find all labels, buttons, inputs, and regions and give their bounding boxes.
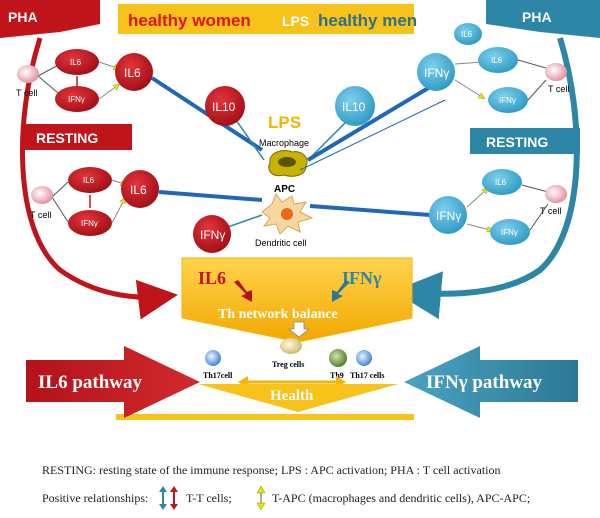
balance-ifng-label: IFNγ (342, 268, 382, 288)
treg-cell-icon (280, 338, 302, 354)
balance-title: Th network balance (218, 307, 338, 322)
dendritic-cell-icon (261, 192, 314, 235)
t-cell-icon (31, 186, 53, 204)
th9-cell-icon (329, 349, 347, 367)
apc-to-right-pha-line (306, 82, 437, 162)
ifng-small-node (55, 86, 99, 112)
il6-small-node (478, 47, 518, 73)
health-triangle (198, 384, 398, 412)
il10-right-node (335, 86, 375, 126)
ifng-pathway-arrow (404, 346, 578, 418)
il10-left-node (205, 86, 245, 126)
il6-small-label: IL6 (495, 178, 507, 187)
dendritic-cell-label: Dendritic cell (255, 238, 307, 248)
header-healthy-men: healthy men (318, 11, 417, 30)
ifng-down-arrow-icon (332, 280, 350, 302)
ifng-small-node (488, 87, 528, 113)
right-pha-cluster: IFNγ IL6 IL6 IFNγ T cell (417, 23, 569, 113)
health-label: Health (270, 388, 314, 404)
right-pha-label: PHA (522, 9, 552, 25)
right-curved-arrow (393, 37, 580, 320)
ifng-small-label: IFNγ (499, 96, 516, 105)
header-healthy-women: healthy women (128, 11, 251, 30)
t-cell-icon (545, 63, 567, 81)
il6-large-node (115, 53, 153, 91)
il6-small-node (55, 49, 99, 75)
il6-pathway-label: IL6 pathway (38, 372, 142, 393)
ifng-small-node (68, 210, 112, 236)
macrophage-label: Macrophage (259, 138, 309, 148)
th-network-balance-box (181, 257, 413, 343)
ifng-small-label: IFNγ (68, 95, 85, 104)
ifng-left-node (193, 215, 231, 253)
macrophage-icon (268, 149, 308, 177)
ifng-small-label: IFNγ (81, 219, 98, 228)
header-banner (118, 4, 414, 34)
t-apc-arrow-icon (256, 485, 266, 511)
left-pha-tcell-label: T cell (16, 88, 37, 98)
th17-cell-icon (205, 350, 221, 366)
il6-top-node (454, 23, 482, 45)
left-pha-tab (0, 0, 100, 38)
apc-label: APC (274, 184, 295, 195)
right-pha-tab (486, 0, 600, 38)
il6-top-label: IL6 (461, 30, 473, 39)
il6-small-label: IL6 (70, 58, 82, 67)
ifng-large-node (417, 53, 455, 91)
left-pha-label: PHA (8, 9, 38, 25)
right-resting-tcell-label: T cell (540, 206, 561, 216)
th17-left-label: Th17cell (203, 371, 233, 380)
left-resting-tcell-label: T cell (30, 210, 51, 220)
ifng-pathway-label: IFNγ pathway (426, 372, 543, 393)
header-lps: LPS (282, 13, 309, 29)
balance-il6-label: IL6 (198, 268, 226, 288)
left-resting-label: RESTING (36, 130, 98, 146)
footer-t-apc: T-APC (macrophages and dendritic cells),… (272, 491, 531, 505)
ifng-large-label: IFNγ (436, 209, 461, 223)
il6-large-node (121, 170, 159, 208)
footer-legend-line: RESTING: resting state of the immune res… (42, 463, 501, 477)
left-resting-to-apc-line (158, 190, 263, 202)
right-pha-tcell-label: T cell (548, 84, 569, 94)
ifng-left-label: IFNγ (200, 228, 225, 242)
il6-small-node (482, 169, 522, 195)
il6-small-label: IL6 (83, 176, 95, 185)
footer-positive-label: Positive relationships: (42, 491, 149, 505)
right-resting-cluster: IFNγ IL6 IFNγ T cell (429, 169, 567, 245)
il6-down-arrow-icon (234, 280, 252, 302)
footer-tt-cells: T-T cells; (186, 491, 232, 505)
th17-right-label: Th17 cells (350, 371, 384, 380)
il6-small-node (68, 167, 112, 193)
apc-to-right-resting-line (309, 204, 431, 217)
ifng-large-label: IFNγ (424, 66, 449, 80)
health-baseline (116, 414, 414, 420)
ifng-small-node (490, 219, 530, 245)
il10-right-label: IL10 (342, 100, 366, 114)
down-arrow-icon (287, 321, 311, 338)
left-curved-arrow (20, 37, 178, 320)
il6-large-label: IL6 (130, 183, 147, 197)
treg-label: Treg cells (272, 360, 304, 369)
il10-left-label: IL10 (212, 100, 236, 114)
right-resting-tab (470, 128, 580, 154)
left-resting-tab (22, 124, 132, 150)
il6-pathway-arrow (26, 346, 200, 418)
t-cell-icon (545, 185, 567, 203)
left-resting-cluster: T cell IL6 IFNγ IL6 (30, 167, 159, 236)
ifng-small-label: IFNγ (501, 228, 518, 237)
right-resting-label: RESTING (486, 134, 548, 150)
tt-arrow-icon (159, 486, 178, 510)
ifng-large-node (429, 196, 467, 234)
t-cell-icon (17, 65, 39, 83)
il6-small-label: IL6 (491, 56, 503, 65)
th17-cell-icon (356, 350, 372, 366)
center-lps-label: LPS (268, 113, 301, 132)
left-pha-cluster: T cell IL6 IFNγ IL6 (16, 49, 153, 112)
il6-large-label: IL6 (124, 66, 141, 80)
th9-label: Th9 (330, 371, 344, 380)
